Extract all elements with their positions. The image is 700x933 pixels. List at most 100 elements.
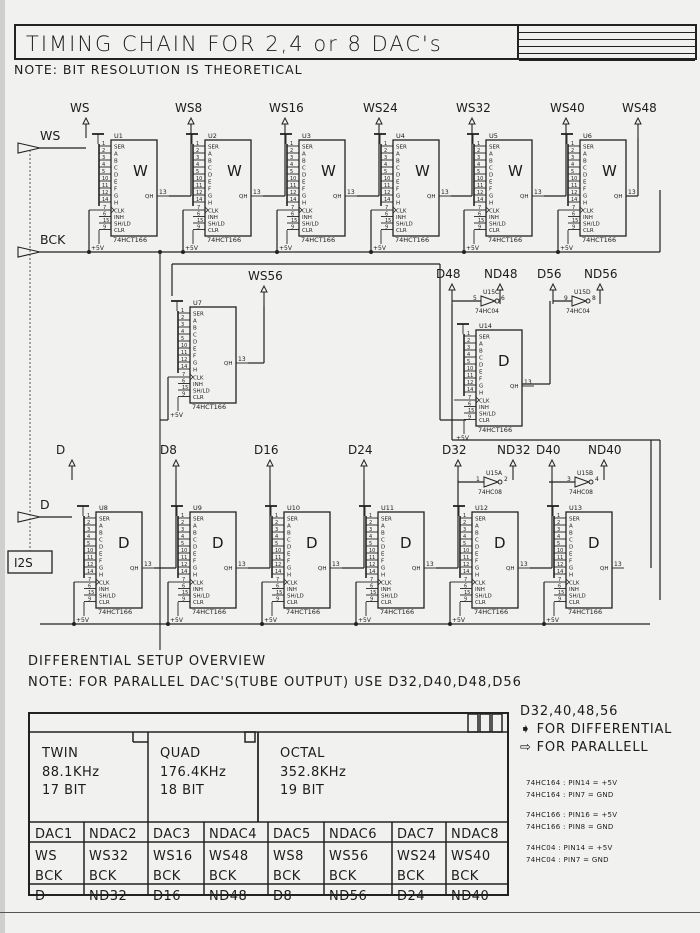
pin-name: D — [475, 545, 479, 551]
pin-name: CLK — [489, 209, 500, 215]
chip-u8: U81SER2A3B4C5D10E11F12G14H7CLK6INH15SH/L… — [74, 504, 154, 624]
chip-label: D — [498, 352, 510, 370]
pin-name: INH — [302, 215, 312, 221]
pin-number: 12 — [463, 562, 469, 568]
pin-number: 11 — [275, 555, 281, 561]
pin-number: 7 — [197, 205, 200, 211]
pin-number: 15 — [182, 590, 188, 596]
inverter-pin: 5 — [473, 295, 477, 302]
power-note-1: 74HC164 : PIN14 = +5V — [526, 779, 618, 787]
overview-note: NOTE: FOR PARALLEL DAC'S(TUBE OUTPUT) US… — [28, 675, 522, 690]
supply-label: +5V — [456, 435, 470, 442]
pin-name: B — [381, 531, 385, 537]
pin-name: SH/LD — [475, 594, 492, 600]
mode-octal-rate: 352.8KHz — [280, 765, 347, 780]
pin-number: 10 — [87, 548, 93, 554]
pin-name: F — [569, 559, 572, 565]
pin-name: A — [479, 342, 483, 348]
pin-number: 10 — [463, 548, 469, 554]
pin-number: 1 — [181, 513, 184, 519]
pin-number: 12 — [102, 190, 108, 196]
pin-qh: QH — [239, 194, 247, 200]
pin-number: 14 — [87, 569, 93, 575]
pin-name: SER — [193, 312, 204, 318]
pin-number: 12 — [557, 562, 563, 568]
chip-id: U4 — [396, 132, 405, 140]
pin-name: SH/LD — [302, 222, 319, 228]
chip-id: U9 — [193, 504, 202, 512]
pin-number: 9 — [182, 597, 185, 603]
pin-name: SER — [99, 517, 110, 523]
pin-name: F — [287, 559, 290, 565]
chip-u4: U41SER2A3B4C5D10E11F12G14H7CLK6INH15SH/L… — [371, 132, 451, 252]
pin-number: 9 — [464, 597, 467, 603]
tap-label-nd32: ND32 — [497, 443, 531, 457]
pin-number: 5 — [369, 541, 372, 547]
pin-name: SH/LD — [193, 594, 210, 600]
pin-name: SER — [479, 335, 490, 341]
table-cell: BCK — [209, 869, 237, 884]
pin-number: 7 — [182, 577, 185, 583]
page-edge — [0, 0, 5, 933]
pin-name: CLK — [479, 399, 490, 405]
pin-name: B — [287, 531, 291, 537]
table-header-ndac8: NDAC8 — [451, 827, 500, 842]
pin-name: B — [193, 326, 197, 332]
pin-number-qh: 13 — [534, 189, 542, 196]
inverter-pin: 6 — [501, 295, 505, 302]
inverter-pin: 1 — [476, 476, 480, 483]
pin-number: 12 — [571, 190, 577, 196]
power-note-3: 74HC166 : PIN16 = +5V — [526, 811, 618, 819]
chip-label: D — [306, 534, 318, 552]
pin-name: SER — [302, 145, 313, 151]
pin-name: D — [381, 545, 385, 551]
pin-number: 14 — [557, 569, 563, 575]
pin-number: 9 — [276, 597, 279, 603]
inverter-id: U15C — [483, 289, 499, 296]
table-header-dac5: DAC5 — [273, 827, 311, 842]
pin-name: SER — [114, 145, 125, 151]
table-cell: ND48 — [209, 889, 248, 904]
table-cell: WS16 — [153, 849, 193, 864]
chip-part: 74HCT166 — [568, 608, 602, 616]
pin-name: G — [396, 194, 400, 200]
pin-number: 3 — [467, 345, 470, 351]
pin-number: 9 — [103, 225, 106, 231]
pin-number: 12 — [275, 562, 281, 568]
pin-name: H — [381, 573, 385, 579]
inverter-part: 74HC04 — [475, 308, 499, 315]
supply-label: +5V — [264, 617, 278, 624]
pin-number: 7 — [464, 577, 467, 583]
pin-number: 1 — [477, 141, 480, 147]
tap-point: WS16 — [269, 101, 304, 138]
pin-name: B — [479, 349, 483, 355]
pin-name: B — [475, 531, 479, 537]
chip-id: U6 — [583, 132, 592, 140]
pin-number: 4 — [196, 162, 199, 168]
tap-label-ws24: WS24 — [363, 101, 398, 115]
table-cell: BCK — [451, 869, 479, 884]
pin-name: CLK — [114, 209, 125, 215]
pin-number: 7 — [468, 395, 471, 401]
mode-quad-bits: 18 BIT — [160, 783, 205, 798]
pin-name: A — [583, 152, 587, 158]
pin-number: 4 — [87, 534, 90, 540]
pin-number: 5 — [275, 541, 278, 547]
tap-label-ws8: WS8 — [175, 101, 202, 115]
pin-name: E — [396, 180, 400, 186]
pin-name: E — [287, 552, 291, 558]
pin-number: 5 — [196, 169, 199, 175]
inverter-pin: 2 — [504, 476, 508, 483]
chip-u11: U111SER2A3B4C5D10E11F12G14H7CLK6INH15SH/… — [356, 504, 436, 624]
pin-number: 12 — [384, 190, 390, 196]
pin-name: SH/LD — [396, 222, 413, 228]
chip-part: 74HCT166 — [582, 236, 616, 244]
chip-part: 74HCT166 — [301, 236, 335, 244]
pin-number: 4 — [181, 329, 184, 335]
table-header-ndac6: NDAC6 — [329, 827, 378, 842]
inverter-pin: 8 — [592, 295, 596, 302]
pin-name: A — [475, 524, 479, 530]
pin-number: 14 — [290, 197, 296, 203]
pin-number: 10 — [181, 548, 187, 554]
pin-number: 14 — [181, 364, 187, 370]
